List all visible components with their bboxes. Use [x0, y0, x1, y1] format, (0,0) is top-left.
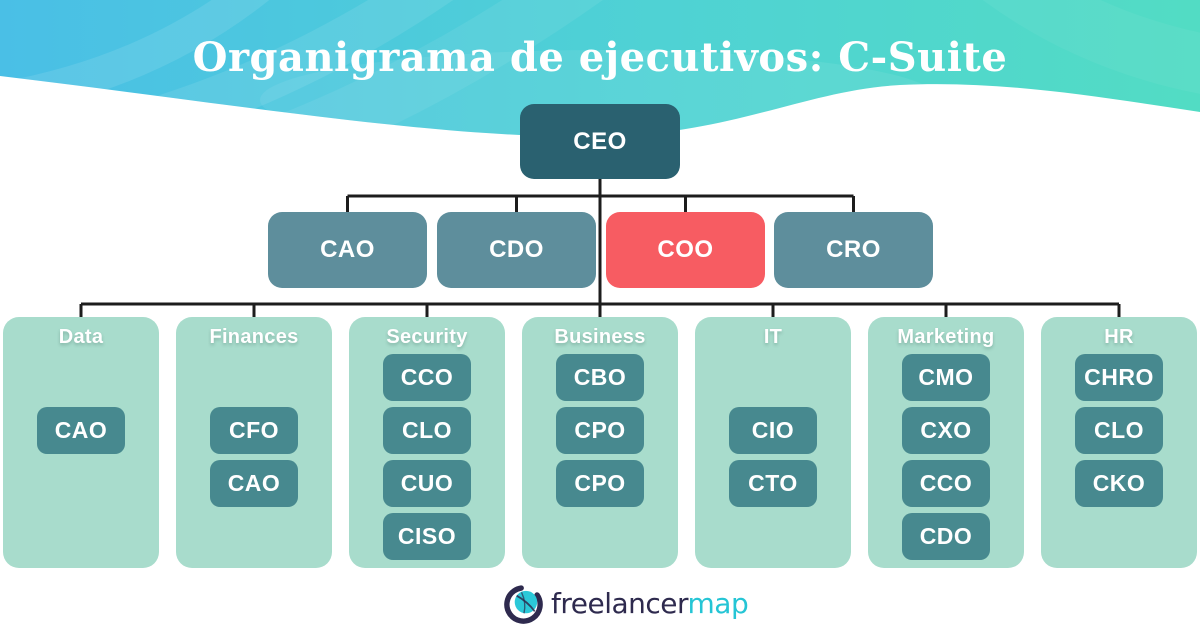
department-title: Business	[554, 326, 646, 348]
department-title: Data	[58, 326, 104, 348]
role-chip-chro: CHRO	[1075, 354, 1163, 401]
role-chip-cfo: CFO	[210, 407, 298, 454]
department-title: IT	[763, 326, 783, 348]
role-chip-cmo: CMO	[902, 354, 990, 401]
role-chip-cco: CCO	[383, 354, 471, 401]
org-node-cao: CAO	[268, 212, 427, 288]
role-chip-cdo: CDO	[902, 513, 990, 560]
org-node-coo: COO	[606, 212, 765, 288]
role-chip-cpo: CPO	[556, 407, 644, 454]
role-chip-clo: CLO	[1075, 407, 1163, 454]
page-title: Organigrama de ejecutivos: C-Suite	[192, 34, 1008, 81]
role-chip-cao: CAO	[37, 407, 125, 454]
role-chip-cko: CKO	[1075, 460, 1163, 507]
role-chip-cao: CAO	[210, 460, 298, 507]
role-chip-clo: CLO	[383, 407, 471, 454]
department-panel-it: IT CIO CTO	[695, 317, 851, 568]
department-title: Finances	[209, 326, 299, 348]
department-panel-hr: HR CHRO CLO CKO	[1041, 317, 1197, 568]
header-wave	[0, 0, 1200, 137]
role-chip-cto: CTO	[729, 460, 817, 507]
role-chip-cuo: CUO	[383, 460, 471, 507]
role-chip-cpo: CPO	[556, 460, 644, 507]
org-node-cdo: CDO	[437, 212, 596, 288]
freelancermap-logo-icon	[504, 584, 543, 624]
role-chip-cco: CCO	[902, 460, 990, 507]
department-title: HR	[1104, 326, 1134, 348]
freelancermap-logo: freelancermap	[502, 582, 749, 626]
department-title: Security	[386, 326, 468, 348]
role-chip-cbo: CBO	[556, 354, 644, 401]
org-node-ceo: CEO	[520, 104, 680, 179]
department-title: Marketing	[897, 326, 995, 348]
role-chip-cio: CIO	[729, 407, 817, 454]
brand-text-map: map	[687, 587, 749, 620]
role-chip-cxo: CXO	[902, 407, 990, 454]
role-chip-ciso: CISO	[383, 513, 471, 560]
brand-text-freelancer: freelancer	[551, 587, 688, 620]
org-node-cro: CRO	[774, 212, 933, 288]
